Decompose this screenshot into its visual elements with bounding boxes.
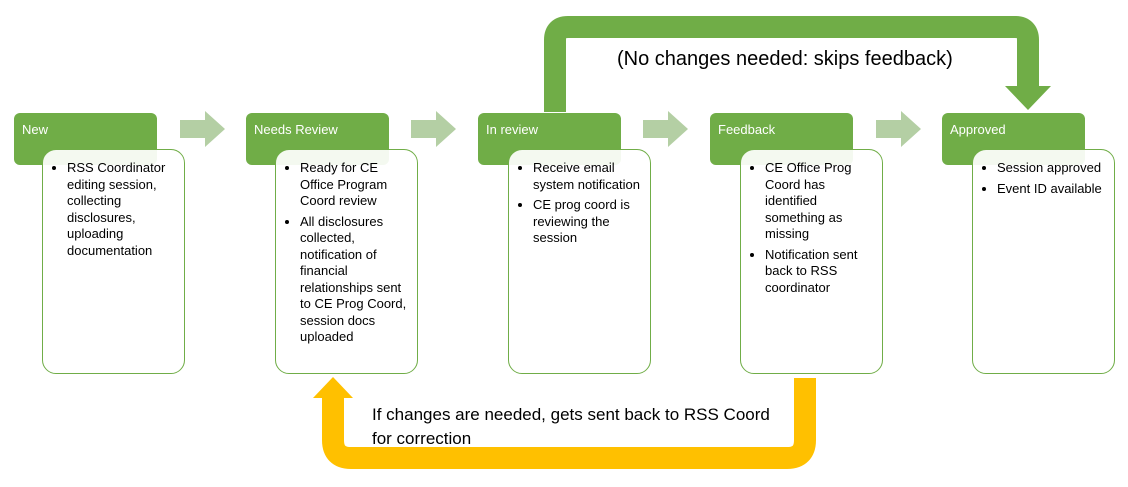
stage-bullet: All disclosures collected, notification …	[300, 214, 411, 346]
return-correction-label: If changes are needed, gets sent back to…	[372, 405, 770, 448]
stage-bullet: Session approved	[997, 160, 1108, 177]
stage-bullet: RSS Coordinator editing session, collect…	[67, 160, 178, 259]
stage-bullet: Notification sent back to RSS coordinato…	[765, 247, 876, 297]
stage-details: Ready for CE Office Program Coord review…	[275, 149, 418, 374]
step-arrow-4	[876, 111, 921, 147]
stage-details: RSS Coordinator editing session, collect…	[42, 149, 185, 374]
stage-details: Receive email system notification CE pro…	[508, 149, 651, 374]
skip-feedback-label: (No changes needed: skips feedback)	[617, 48, 953, 70]
stage-bullet: CE Office Prog Coord has identified some…	[765, 160, 876, 243]
return-correction-arrow	[322, 378, 816, 469]
step-arrow-1	[180, 111, 225, 147]
return-correction-arrowhead	[313, 377, 353, 398]
step-arrow-3	[643, 111, 688, 147]
step-arrow-2	[411, 111, 456, 147]
stage-bullet: Receive email system notification	[533, 160, 644, 193]
stage-bullet: Ready for CE Office Program Coord review	[300, 160, 411, 210]
skip-feedback-arrowhead	[1005, 86, 1051, 110]
stage-details: CE Office Prog Coord has identified some…	[740, 149, 883, 374]
stage-details: Session approved Event ID available	[972, 149, 1115, 374]
skip-feedback-arrow	[544, 16, 1039, 112]
stage-bullet: Event ID available	[997, 181, 1108, 198]
stage-bullet: CE prog coord is reviewing the session	[533, 197, 644, 247]
